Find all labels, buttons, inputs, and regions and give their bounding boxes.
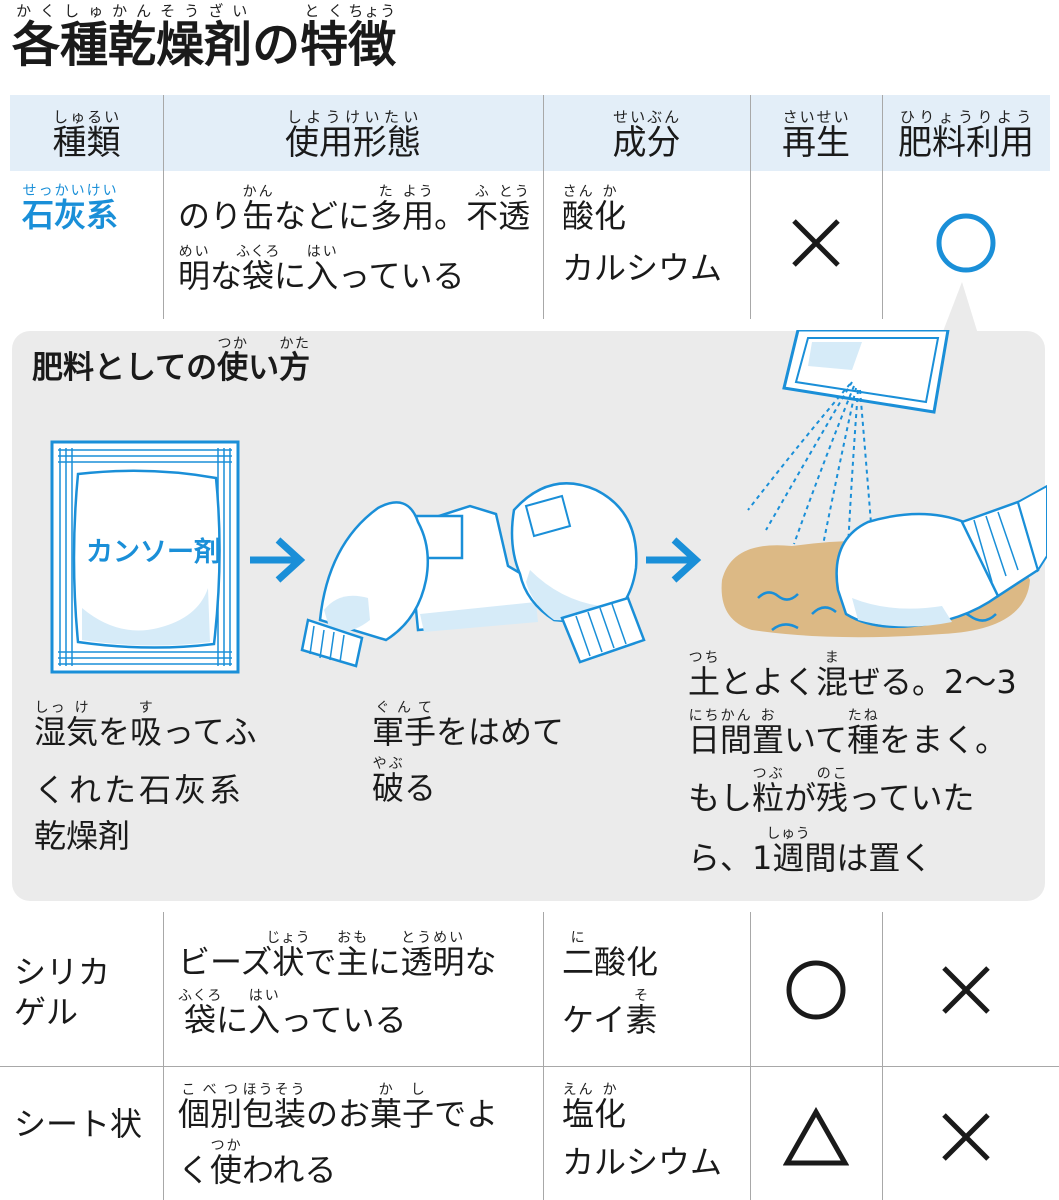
grid-line bbox=[750, 912, 751, 1200]
row-sheet-component-line1: 塩えん化か bbox=[562, 1082, 627, 1133]
arrow-right-icon bbox=[646, 537, 702, 583]
bag-label: カンソー剤 bbox=[86, 537, 221, 568]
grid-line bbox=[543, 912, 544, 1200]
header-component: 成分せいぶん bbox=[612, 107, 681, 163]
grid-line bbox=[0, 1066, 1059, 1067]
row-lime-name: 石灰系せっかいけい bbox=[22, 183, 119, 234]
row-silica-form-line1: ビーズ状じょうで主おもに透明とうめいな bbox=[178, 930, 497, 981]
grid-line bbox=[882, 912, 883, 1200]
cross-icon bbox=[750, 178, 882, 308]
row-lime-form-line1: のり缶かんなどに多た用よう。不ふ透とう bbox=[178, 184, 531, 235]
row-silica-name-line2: ゲル bbox=[14, 993, 79, 1031]
step3-line3: もし粒つぶが残のこっていた bbox=[688, 766, 975, 817]
step1-line2: くれた石灰系 bbox=[34, 771, 245, 809]
row-lime-form-line2: 明めいな袋ふくろに入はいっている bbox=[178, 244, 465, 295]
row-silica-form-line2: 袋ふくろに入はいっている bbox=[178, 988, 407, 1039]
callout-pointer bbox=[942, 282, 978, 334]
row-sheet-form-line2: く使つかわれる bbox=[178, 1138, 337, 1189]
circle-icon bbox=[750, 930, 882, 1050]
grid-line bbox=[163, 95, 164, 319]
header-fertilizer: 肥料利用ひりょうりよう bbox=[898, 107, 1034, 163]
soil-mixing-illustration bbox=[721, 330, 1047, 638]
page-title: 各かく種しゅ乾かん燥そう剤ざいの特とく徴ちょう bbox=[12, 2, 397, 73]
step3-line4: ら、1週しゅう間は置く bbox=[688, 826, 933, 877]
triangle-icon bbox=[750, 1078, 882, 1196]
row-lime-component-line1: 酸さん化か bbox=[562, 184, 627, 235]
step2-line1: 軍手ぐんてをはめて bbox=[372, 700, 565, 751]
step3-line1: 土つちとよく混まぜる。2〜3 bbox=[688, 650, 1017, 701]
row-sheet-form-line1: 個別こべつ包装ほうそうのお菓子かしでよ bbox=[178, 1082, 499, 1133]
step3-line2: 日間にちかん置おいて種たねをまく。 bbox=[688, 708, 1008, 759]
circle-icon bbox=[882, 178, 1050, 308]
grid-line bbox=[163, 912, 164, 1200]
gloved-hands-illustration bbox=[300, 482, 646, 668]
row-silica-name-line1: シリカ bbox=[14, 953, 111, 991]
step1-line3: 乾燥剤 bbox=[34, 817, 131, 855]
desiccant-bag-illustration bbox=[50, 440, 240, 674]
row-sheet-component-line2: カルシウム bbox=[562, 1143, 723, 1181]
row-sheet-name: シート状 bbox=[14, 1105, 143, 1143]
row-silica-component-line1: 二に酸化 bbox=[562, 930, 659, 981]
header-regeneration: 再生さいせい bbox=[782, 107, 850, 163]
row-silica-component-line2: ケイ素そ bbox=[562, 988, 658, 1039]
header-form: 使用形態しようけいたい bbox=[285, 107, 421, 163]
step2-line2: 破やぶる bbox=[372, 756, 437, 807]
grid-line bbox=[543, 95, 544, 319]
cross-icon bbox=[882, 1078, 1050, 1196]
step1-line1: 湿しっ気けを吸すってふ bbox=[34, 700, 257, 751]
table-header: 種類しゅるい 使用形態しようけいたい 成分せいぶん 再生さいせい 肥料利用ひりょ… bbox=[10, 95, 1050, 171]
grid-line bbox=[750, 95, 751, 319]
grid-line bbox=[882, 95, 883, 319]
header-type: 種類しゅるい bbox=[52, 107, 121, 163]
cross-icon bbox=[882, 930, 1050, 1050]
arrow-right-icon bbox=[250, 537, 306, 583]
row-lime-component-line2: カルシウム bbox=[562, 249, 723, 287]
usage-title: 肥料としての使つかい方かた bbox=[32, 336, 311, 386]
